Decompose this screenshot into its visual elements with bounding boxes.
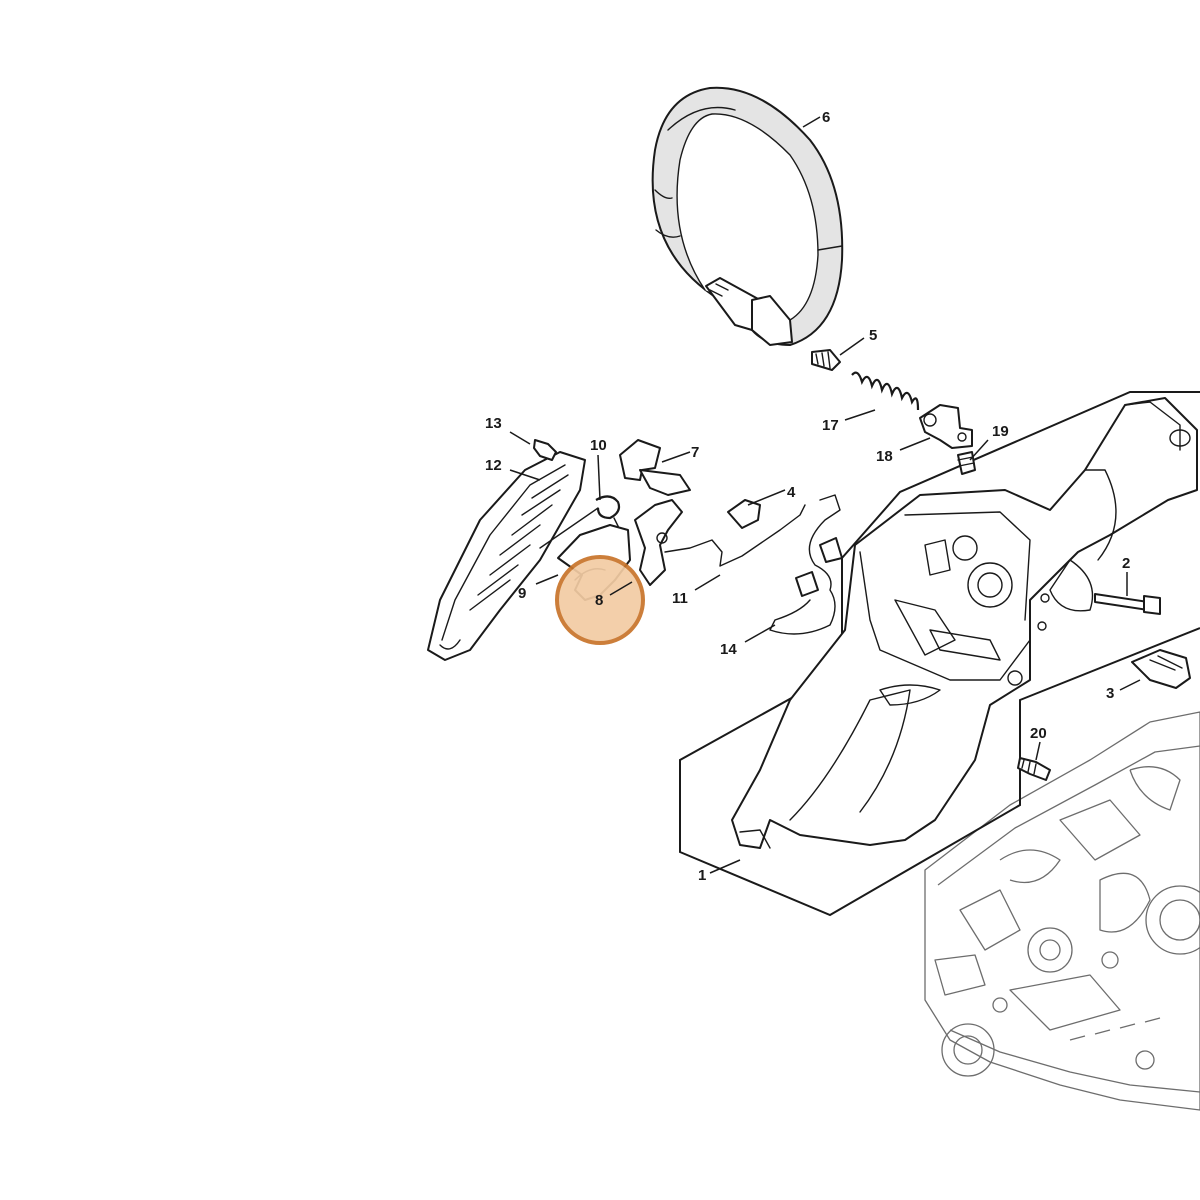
part-3-bracket — [1131, 649, 1191, 689]
highlight-circle — [555, 555, 645, 645]
callout-19: 19 — [992, 423, 1009, 440]
callout-2: 2 — [1122, 555, 1130, 572]
callout-5: 5 — [869, 327, 877, 344]
front-handlebar — [651, 86, 844, 347]
interlock-lever-part-8 — [634, 499, 683, 586]
anti-vibration-mount-part-18 — [919, 404, 973, 449]
screw-part-13 — [533, 439, 557, 461]
callout-10: 10 — [590, 437, 607, 454]
callout-6: 6 — [822, 109, 830, 126]
callout-12: 12 — [485, 457, 502, 474]
callout-17: 17 — [822, 417, 839, 434]
callout-11: 11 — [672, 590, 688, 607]
rear-handle-housing — [731, 397, 1198, 849]
lever-part-7 — [619, 439, 691, 496]
callout-4: 4 — [787, 484, 796, 501]
engine-housing — [924, 711, 1200, 1111]
clip-part-4 — [727, 499, 761, 529]
callout-1: 1 — [698, 867, 706, 884]
screw-part-19 — [957, 451, 976, 475]
spring-part-17 — [851, 371, 920, 411]
screw-part-5 — [811, 349, 841, 371]
short-circuit-wire-part-14 — [769, 494, 843, 635]
callout-9: 9 — [518, 585, 526, 602]
throttle-rod-part-11 — [664, 504, 806, 567]
callout-20: 20 — [1030, 725, 1047, 742]
callout-3: 3 — [1106, 685, 1114, 702]
leader-lines — [509, 116, 1141, 874]
callout-8: 8 — [595, 592, 603, 609]
callout-13: 13 — [485, 415, 502, 432]
handle-cover-part-12 — [427, 451, 586, 661]
callout-labels: 6 5 17 18 19 7 4 2 3 20 1 13 12 10 9 8 1… — [485, 109, 1130, 884]
callout-7: 7 — [691, 444, 699, 461]
bolt-part-2 — [1094, 593, 1161, 615]
callout-18: 18 — [876, 448, 893, 465]
callout-14: 14 — [720, 641, 737, 658]
screw-part-20 — [1017, 757, 1051, 781]
